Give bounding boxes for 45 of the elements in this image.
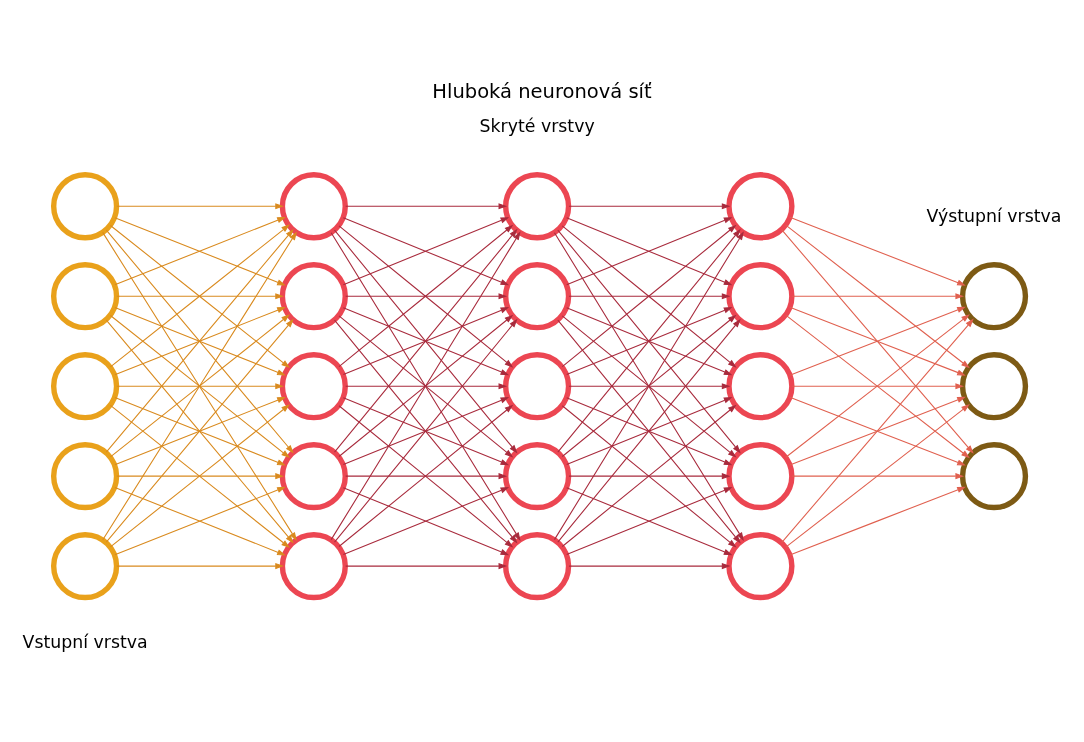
diagram-title: Hluboká neuronová síť xyxy=(432,80,652,104)
node-circle xyxy=(50,172,120,241)
arrow xyxy=(102,231,297,541)
arrow xyxy=(345,203,508,210)
arrow xyxy=(568,203,731,210)
arrow xyxy=(109,404,290,548)
arrow xyxy=(791,473,965,480)
arrow xyxy=(791,293,965,300)
arrow xyxy=(789,216,966,286)
arrow xyxy=(342,217,510,286)
arrow xyxy=(342,487,510,556)
arrow xyxy=(785,224,970,369)
label: Vstupní vrstva xyxy=(22,632,148,653)
arrow xyxy=(345,293,508,300)
arrow xyxy=(785,404,970,548)
arrow xyxy=(566,397,733,466)
arrow xyxy=(345,383,508,390)
arrow xyxy=(116,203,284,210)
arrow xyxy=(566,217,733,286)
arrow xyxy=(789,306,966,376)
arrow xyxy=(116,563,284,570)
label: Skryté vrstvy xyxy=(479,116,595,137)
arrow xyxy=(345,473,508,480)
node-circle xyxy=(50,262,120,331)
arrow xyxy=(345,563,508,570)
arrow xyxy=(791,383,965,390)
arrow xyxy=(116,473,284,480)
arrow xyxy=(781,318,974,544)
label: Výstupní vrstva xyxy=(926,206,1062,227)
arrow xyxy=(789,486,966,556)
arrow xyxy=(342,397,510,466)
arrow xyxy=(789,396,966,466)
arrow xyxy=(568,293,731,300)
node-circle xyxy=(50,442,120,511)
arrow xyxy=(568,473,731,480)
node-circle xyxy=(50,352,120,421)
arrow xyxy=(566,307,733,376)
arrow xyxy=(781,229,974,454)
arrow xyxy=(568,383,731,390)
arrow xyxy=(116,293,284,300)
arrow xyxy=(342,307,510,376)
node-circle xyxy=(50,531,120,601)
arrow xyxy=(568,563,731,570)
arrow xyxy=(116,383,284,390)
arrow xyxy=(566,487,733,556)
